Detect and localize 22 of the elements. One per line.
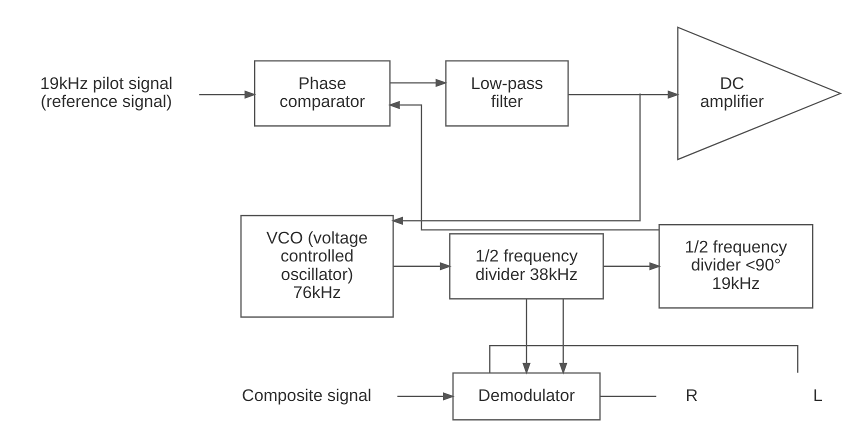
node-text: Composite signal — [242, 386, 372, 405]
arrow — [388, 100, 659, 231]
node-text: L — [813, 386, 823, 405]
node-box: Phase comparator — [254, 60, 391, 127]
arrow — [522, 299, 531, 375]
arrow — [568, 90, 680, 99]
node-text: 19kHz pilot signal (reference signal) — [40, 74, 173, 111]
connector — [489, 345, 798, 373]
arrow — [393, 262, 452, 270]
arrow — [559, 299, 568, 375]
arrow — [390, 78, 448, 87]
node-box: Low-pass filter — [445, 60, 569, 127]
node-text: R — [686, 386, 698, 405]
node-box: 1/2 frequency divider 38kHz — [449, 233, 604, 300]
arrow — [199, 90, 256, 99]
connector — [600, 396, 656, 398]
arrow — [391, 94, 641, 225]
node-box: 1/2 frequency divider <90° 19kHz — [658, 224, 814, 309]
arrow — [397, 392, 455, 400]
node-box: VCO (voltage controlled oscillator) 76kHz — [240, 214, 394, 318]
arrow — [603, 262, 662, 270]
node-box: Demodulator — [452, 372, 601, 420]
